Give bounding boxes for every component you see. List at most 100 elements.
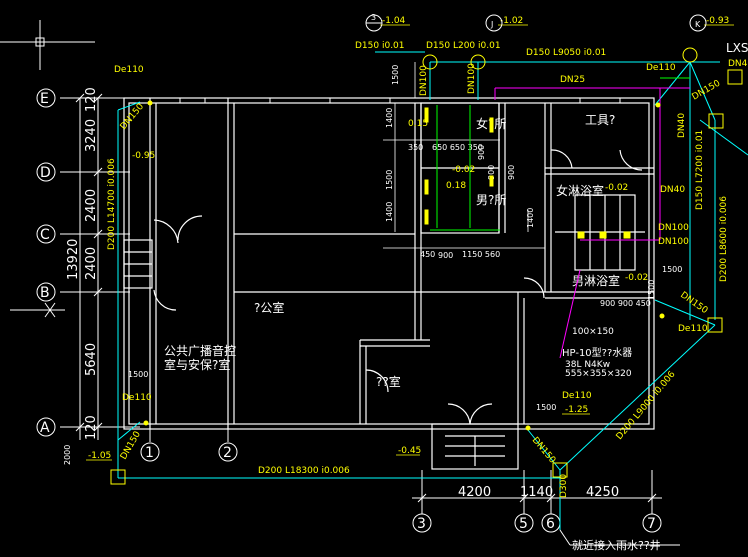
pipe-dn40-c: DN40 [660,185,685,195]
el-105: -1.05 [88,451,111,461]
dim-seg-2400a: 2400 [84,189,99,222]
elevation-lines [86,24,734,461]
heater-leader [559,269,581,359]
pipe-bottom-run: D200 L18300 i0.006 [258,466,350,476]
label-lxs: LXS [726,41,748,55]
pipe-de110-e: De110 [678,324,708,334]
pipe-d300: D300 [559,474,569,498]
el-045: -0.45 [398,446,421,456]
dim-wc-900b: 900 [507,165,516,180]
heater-line3: 555×355×320 [565,369,632,379]
el-002c: -0.02 [625,273,648,283]
el-102: -1.02 [500,16,523,26]
dim-side-1500: 1500 [128,370,148,379]
dim-bottom-4200: 4200 [458,485,491,500]
pipe-dn100-top: DN100 [467,63,477,94]
pipe-dn100-a2: DN100 [658,223,689,233]
room-broadcast-line2: 室与安保?室 [164,357,230,372]
fixture-marks [143,100,665,431]
row-axis-markers [36,88,56,437]
room-office: ?公室 [254,300,284,315]
room-male-wc: 男?所 [476,193,506,207]
dim-shower-bottom: 900 900 450 [600,299,651,308]
dim-side-1400b: 1400 [526,208,535,228]
callout-bubbles [365,14,707,32]
bubble-3: 3 [371,13,376,22]
el-095: -0.95 [132,151,155,161]
dim-seg-2400b: 2400 [84,247,99,280]
axis-label-3: 3 [417,516,426,532]
pipe-de110-a: De110 [114,65,144,75]
pipe-left-run: D200 L14700 i0.006 [107,158,117,250]
el-125: -1.25 [565,405,588,415]
heater-line1: HP-10型??水器 [562,346,632,359]
pipe-de110-b: De110 [646,63,676,73]
column-axis-markers [140,429,662,533]
dim-bottom-4250: 4250 [586,485,619,500]
note-leader [559,529,680,546]
pipe-de110-c: De110 [122,393,152,403]
dim-wc-1500: 1500 [385,170,394,190]
dim-wc-900a: 900 [477,145,486,160]
dim-top-1500: 1500 [391,65,400,85]
room-tool: 工具? [585,113,615,127]
dim-a-1500: 1500 [536,403,556,412]
axis-label-e: E [40,91,49,107]
water-supply-lines [430,77,690,241]
dim-right-1500: 1500 [647,280,656,300]
manhole-boxes [110,47,743,485]
axis-label-5: 5 [519,516,528,532]
dim-wc-350: 350 [408,143,423,152]
axis-label-2: 2 [223,445,232,461]
window-marks [179,98,621,103]
el-018: 0.18 [446,181,466,191]
dim-shower-right: 1500 [662,265,682,274]
axis-label-7: 7 [647,516,656,532]
bubble-j: J [490,20,493,29]
dim-wc-bottom-left2: 900 [438,251,453,260]
axis-label-c: C [40,227,50,243]
box-100x150: 100×150 [572,327,614,337]
pipe-top-mid: D150 L200 i0.01 [426,41,501,51]
axis-label-1: 1 [145,445,154,461]
bubble-k: K [695,20,701,29]
el-002b: -0.02 [605,183,628,193]
el-015: 0.15 [408,119,428,129]
building-walls [123,97,655,470]
el-002a: -0.02 [452,165,475,175]
pipe-dn100-left: DN100 [419,65,429,96]
pipe-dn100-b: DN100 [658,237,689,247]
dim-side-900: 900 [487,165,496,180]
dim-wc-bottom: 1150 560 [462,250,500,259]
pipe-dn40-b: DN40 [677,113,687,138]
el-104: -1.04 [382,16,406,26]
dim-wc-row: 650 650 350 [432,143,483,152]
left-dimension-lines [60,93,140,440]
pipe-dn25: DN25 [560,75,585,85]
pipe-dn40-a: DN40 [728,59,748,69]
pipe-top-right: D150 L9050 i0.01 [526,48,606,58]
axis-label-b: B [40,285,50,301]
dim-bottom-1140: 1140 [520,485,553,500]
dim-seg-120-top: 120 [84,87,99,112]
crosshair-icon [0,20,95,318]
dim-wc-bottom-left: 450 [420,250,435,259]
dim-seg-3240: 3240 [84,119,99,152]
dim-wc-1400-bot: 1400 [385,202,394,222]
dim-seg-5640: 5640 [84,343,99,376]
pipe-right-run1: D150 L7200 i0.01 [695,130,705,210]
pipe-de110-d: De110 [562,391,592,401]
heater-line2: 38L N4Kw [565,360,610,370]
dim-total: 13920 [66,239,81,280]
axis-label-a: A [40,420,50,436]
axis-label-6: 6 [546,516,555,532]
dim-wc-1400-top: 1400 [385,108,394,128]
room-male-shower: 男淋浴室 [572,273,620,288]
room-broadcast-line1: 公共广播音控 [164,343,236,358]
room-duty: ??室 [376,374,401,389]
axis-label-d: D [40,165,51,181]
room-female-shower: 女淋浴室 [556,183,604,198]
inner-dimension-lines [383,62,654,299]
dim-side-2000: 2000 [63,445,72,465]
